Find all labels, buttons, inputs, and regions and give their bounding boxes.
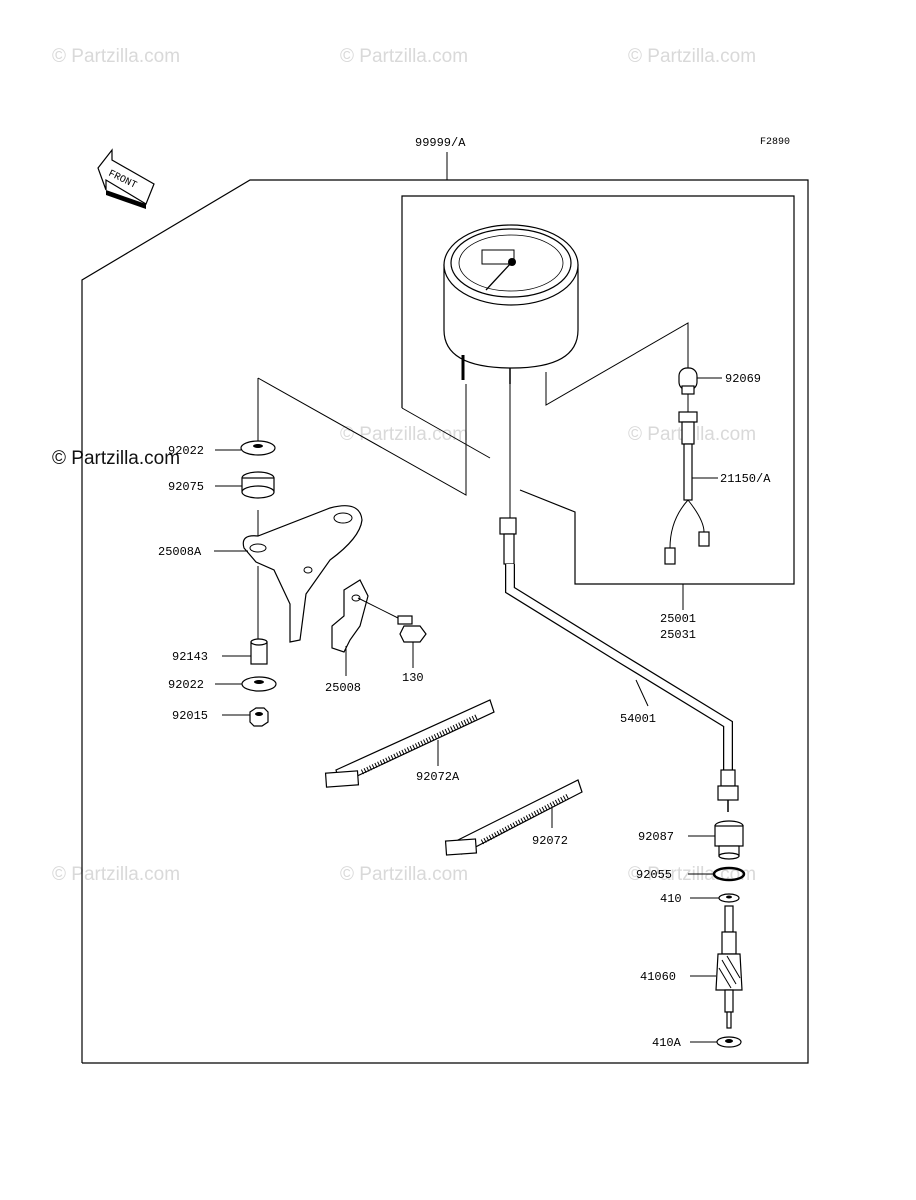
outer-frame [81, 179, 809, 1064]
bulb-icon [678, 367, 698, 395]
fitting-icon [714, 820, 744, 860]
part-label-92143[interactable]: 92143 [172, 650, 208, 664]
watermark: © Partzilla.com [628, 46, 756, 67]
collar-icon [250, 638, 268, 665]
watermark: © Partzilla.com [52, 864, 180, 885]
washer-icon [716, 1036, 742, 1048]
watermark: © Partzilla.com [340, 864, 468, 885]
speedometer-cable-icon [499, 517, 739, 812]
part-label-25008[interactable]: 25008 [325, 681, 361, 695]
part-label-410a[interactable]: 410A [652, 1036, 682, 1050]
part-label-25008a[interactable]: 25008A [158, 545, 202, 559]
part-label-92072a[interactable]: 92072A [416, 770, 460, 784]
watermark-layer: © Partzilla.com © Partzilla.com © Partzi… [52, 46, 756, 885]
washer-icon [718, 893, 740, 903]
part-label-92075[interactable]: 92075 [168, 480, 204, 494]
cable-tie-icon [324, 699, 495, 788]
part-label-41060[interactable]: 41060 [640, 970, 676, 984]
washer-icon [240, 440, 276, 456]
bolt-icon [397, 615, 427, 643]
part-label-92022-top[interactable]: 92022 [168, 444, 204, 458]
part-label-25001[interactable]: 25001 [660, 612, 696, 626]
part-label-92087[interactable]: 92087 [638, 830, 674, 844]
washer-icon [241, 676, 277, 692]
gear-shaft-icon [715, 905, 743, 1029]
grommet-icon [241, 471, 275, 499]
part-label-92072[interactable]: 92072 [532, 834, 568, 848]
nut-icon [249, 707, 269, 727]
watermark: © Partzilla.com [52, 46, 180, 67]
part-label-25031[interactable]: 25031 [660, 628, 696, 642]
part-label-410[interactable]: 410 [660, 892, 682, 906]
part-label-21150a[interactable]: 21150/A [720, 472, 771, 486]
watermark: © Partzilla.com [340, 424, 468, 445]
cable-tie-icon [444, 779, 583, 856]
clamp-icon [331, 579, 369, 653]
watermark: © Partzilla.com [340, 46, 468, 67]
part-label-54001[interactable]: 54001 [620, 712, 656, 726]
inner-frame [401, 195, 795, 585]
part-label-92055[interactable]: 92055 [636, 868, 672, 882]
front-arrow-icon: FRONT [97, 148, 155, 209]
bulb-socket-harness-icon [664, 394, 710, 565]
part-label-92022-bottom[interactable]: 92022 [168, 678, 204, 692]
part-label-99999a[interactable]: 99999/A [415, 136, 466, 150]
drawing-code: F2890 [760, 137, 790, 148]
part-label-92069[interactable]: 92069 [725, 372, 761, 386]
speedometer-icon [443, 224, 579, 384]
watermark-dark: © Partzilla.com [52, 448, 180, 469]
part-label-92015[interactable]: 92015 [172, 709, 208, 723]
meter-bracket-icon [242, 505, 363, 643]
part-label-130[interactable]: 130 [402, 671, 424, 685]
